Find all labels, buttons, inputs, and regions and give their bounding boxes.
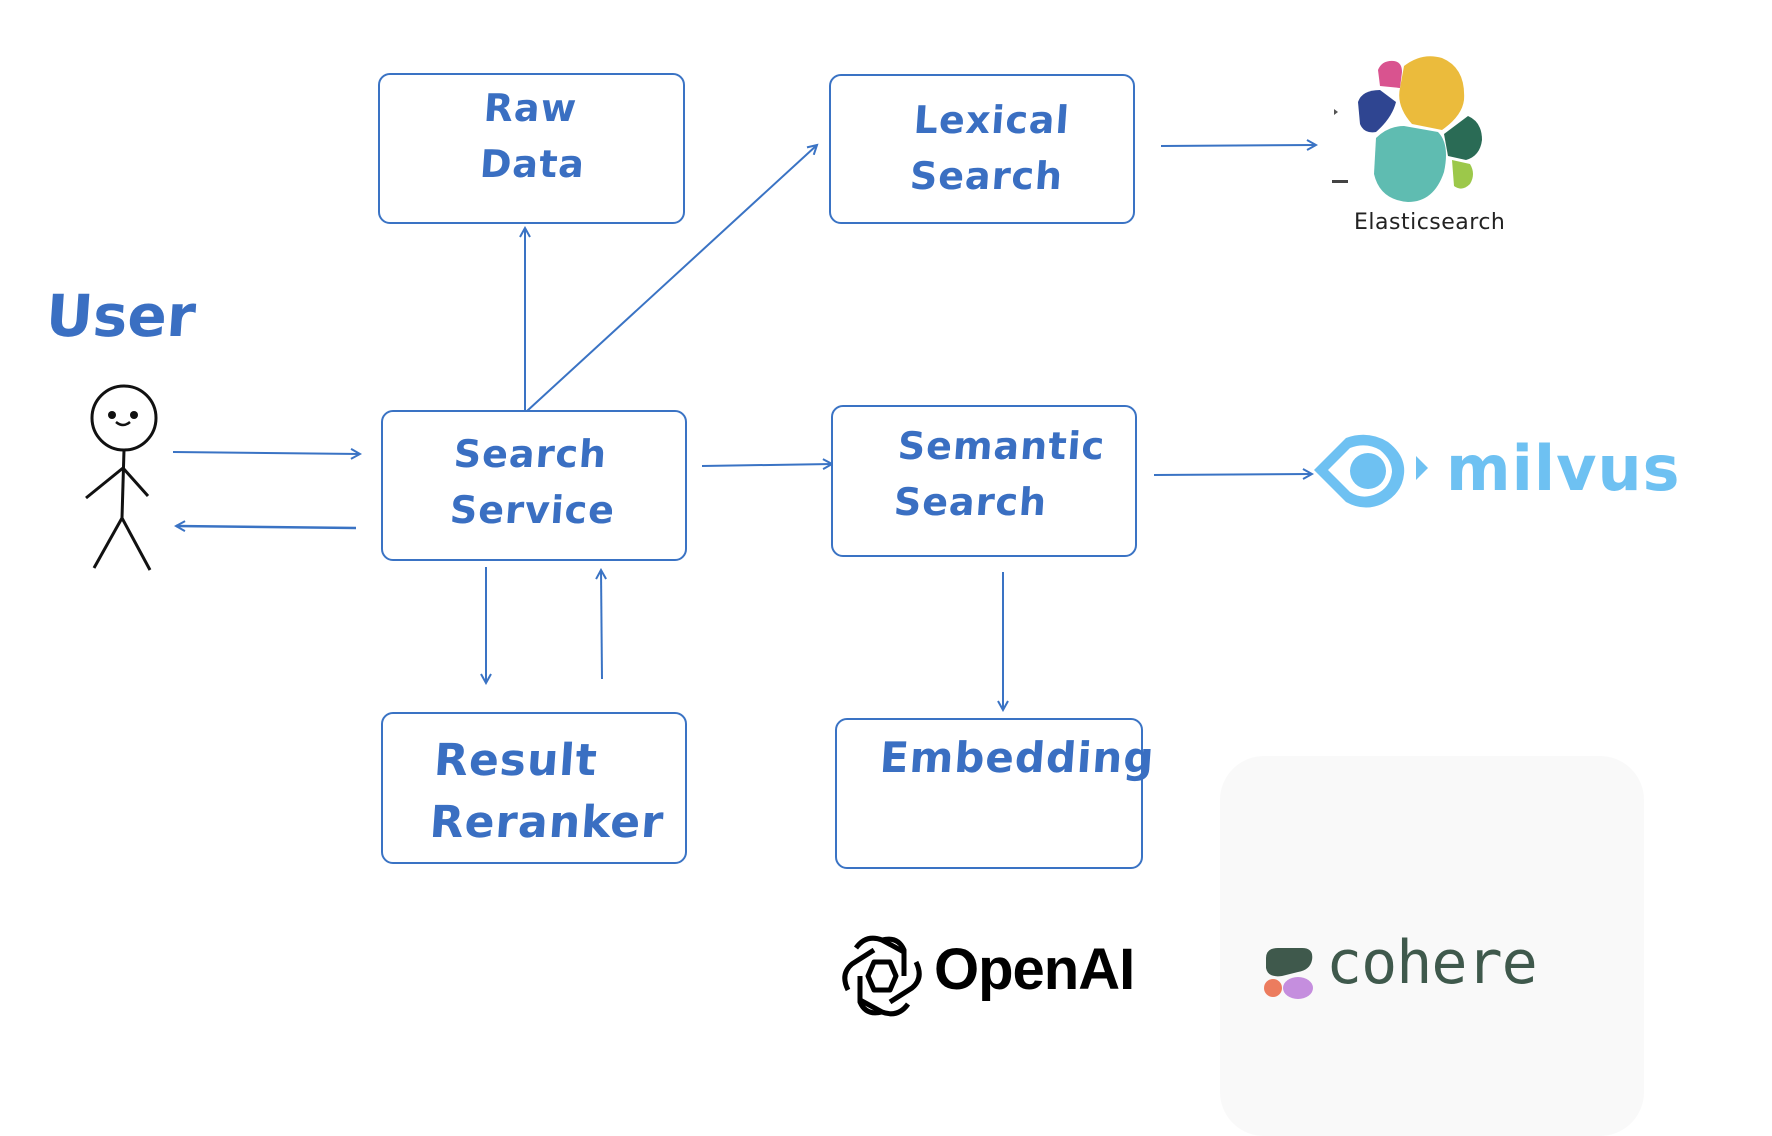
elasticsearch-logo-icon <box>1332 56 1482 202</box>
raw-data-node <box>378 73 685 224</box>
semantic-search-node <box>831 405 1137 557</box>
result-reranker-node <box>381 712 687 864</box>
semantic-search-label: Semantic Search <box>892 424 1107 524</box>
embedding-label: Embedding <box>878 733 1157 782</box>
arrow-search-service-to-semantic-search <box>701 464 832 466</box>
openai-logo-icon <box>842 935 922 1017</box>
user-label: User <box>43 282 198 350</box>
user-stick-figure-icon <box>85 384 158 571</box>
arrow-user-to-search-service <box>172 452 360 454</box>
arrow-search-service-to-lexical-search <box>526 145 817 412</box>
result-reranker-label: Result Reranker <box>428 735 666 848</box>
lexical-search-label: Lexical Search <box>908 98 1072 198</box>
elasticsearch-label: Elasticsearch <box>1354 210 1506 235</box>
raw-data-label: Raw Data <box>478 86 587 186</box>
arrow-search-service-to-user <box>176 526 357 528</box>
cohere-label: cohere <box>1326 928 1538 998</box>
cohere-logo-icon <box>1264 948 1313 999</box>
arrow-lexical-search-to-elasticsearch <box>1160 145 1316 146</box>
embedding-node <box>835 718 1143 869</box>
search-service-node <box>381 410 687 561</box>
cohere-card <box>1220 756 1644 1136</box>
arrow-result-reranker-to-search-service <box>601 570 602 680</box>
arrow-semantic-search-to-milvus <box>1153 474 1312 475</box>
search-service-label: Search Service <box>448 432 617 532</box>
milvus-logo-icon <box>1314 434 1428 508</box>
lexical-search-node <box>829 74 1135 224</box>
openai-label: OpenAI <box>934 937 1135 1002</box>
milvus-label: milvus <box>1446 432 1681 505</box>
